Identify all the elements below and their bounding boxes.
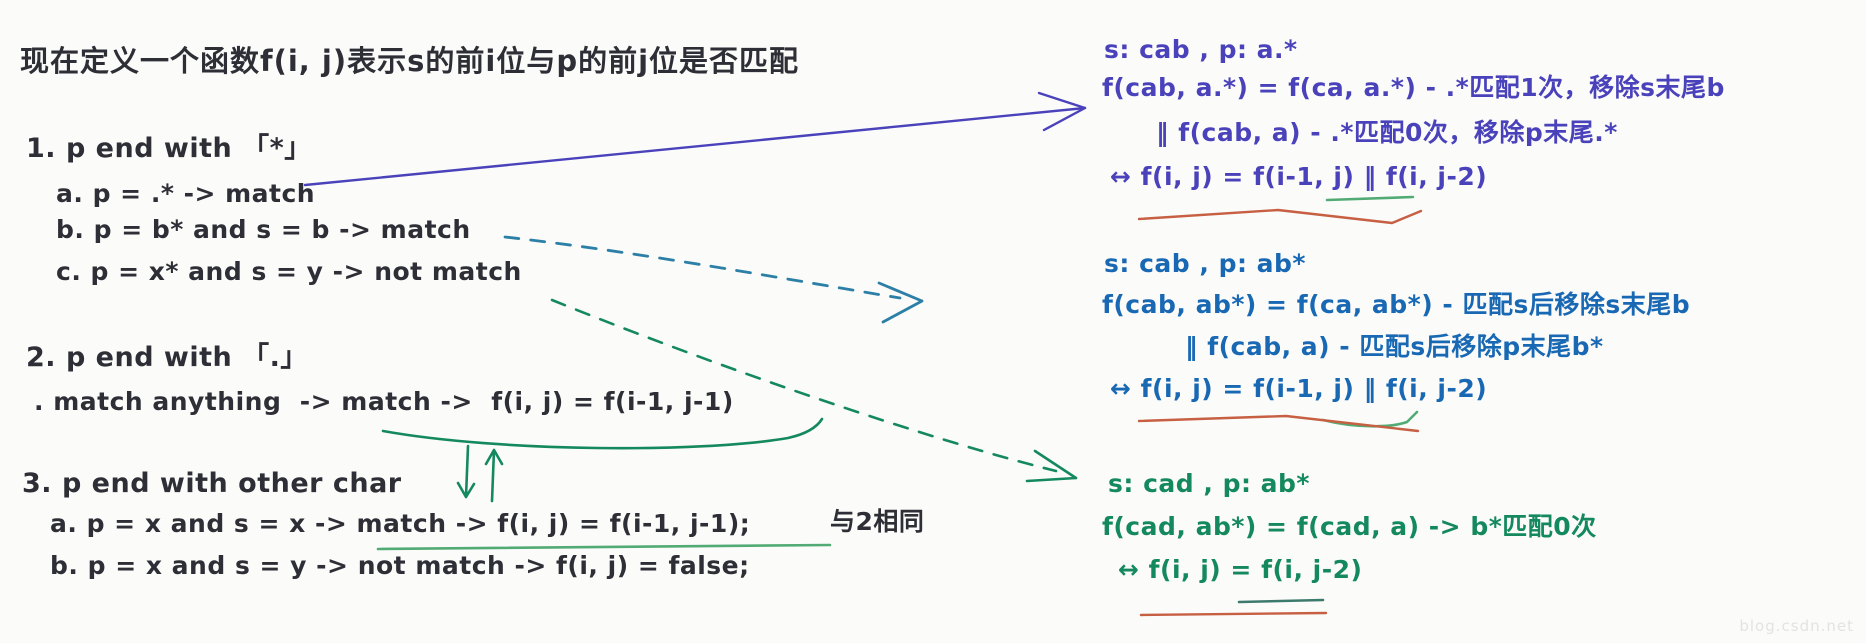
- example2-line-expand: f(cab, ab*) = f(ca, ab*) - 匹配s后移除s末尾b: [1102, 290, 1691, 319]
- underline-example1-recurrence: [1137, 208, 1423, 225]
- case1-item-b: b. p = b* and s = b -> match: [56, 215, 471, 244]
- case3-item-b: b. p = x and s = y -> not match -> f(i, …: [50, 551, 750, 580]
- case3-heading: 3. p end with other char: [22, 468, 402, 499]
- example3-line-recurrence: ↔ f(i, j) = f(i, j-2): [1118, 555, 1363, 584]
- case2-rule: . match anything -> match -> f(i, j) = f…: [34, 387, 734, 416]
- example3-line-expand: f(cad, ab*) = f(cad, a) -> b*匹配0次: [1102, 512, 1597, 541]
- example2-line-or: ‖ f(cab, a) - 匹配s后移除p末尾b*: [1185, 332, 1604, 361]
- case1-heading: 1. p end with 「*」: [26, 133, 312, 164]
- underline-example2-fij2: [1321, 410, 1419, 428]
- case2-heading: 2. p end with 「.」: [26, 342, 308, 373]
- case3-item-a: a. p = x and s = x -> match -> f(i, j) =…: [50, 509, 751, 538]
- up-arrow-icon: [484, 448, 504, 503]
- solid-arrow-case1-to-example1: [303, 91, 1087, 187]
- example1-line-or: ‖ f(cab, a) - .*匹配0次，移除p末尾.*: [1156, 118, 1618, 147]
- underline-example1-fij2: [1325, 195, 1415, 202]
- down-arrow-icon: [456, 444, 476, 499]
- case1-item-a: a. p = .* -> match: [56, 179, 316, 208]
- example1-line-recurrence: ↔ f(i, j) = f(i-1, j) ‖ f(i, j-2): [1110, 162, 1488, 191]
- underline-case2-formula: [381, 417, 824, 450]
- example1-line-sp: s: cab , p: a.*: [1104, 35, 1298, 64]
- example2-line-sp: s: cab , p: ab*: [1104, 249, 1307, 278]
- dashed-arrow-case1b-to-example2: [503, 235, 924, 324]
- underline-example2-recurrence: [1137, 414, 1420, 433]
- underline-example3-recurrence: [1139, 611, 1328, 617]
- case3-note-same-as-2: 与2相同: [830, 507, 925, 536]
- example1-line-expand: f(cab, a.*) = f(ca, a.*) - .*匹配1次，移除s末尾b: [1102, 73, 1725, 102]
- case1-item-c: c. p = x* and s = y -> not match: [56, 257, 522, 286]
- underline-example3-fij2: [1237, 598, 1325, 604]
- page-title: 现在定义一个函数f(i, j)表示s的前i位与p的前j位是否匹配: [20, 44, 800, 78]
- example3-line-sp: s: cad , p: ab*: [1108, 469, 1311, 498]
- example2-line-recurrence: ↔ f(i, j) = f(i-1, j) ‖ f(i, j-2): [1110, 374, 1488, 403]
- underline-case3-item-a: [376, 543, 832, 551]
- watermark: blog.csdn.net: [1739, 617, 1854, 635]
